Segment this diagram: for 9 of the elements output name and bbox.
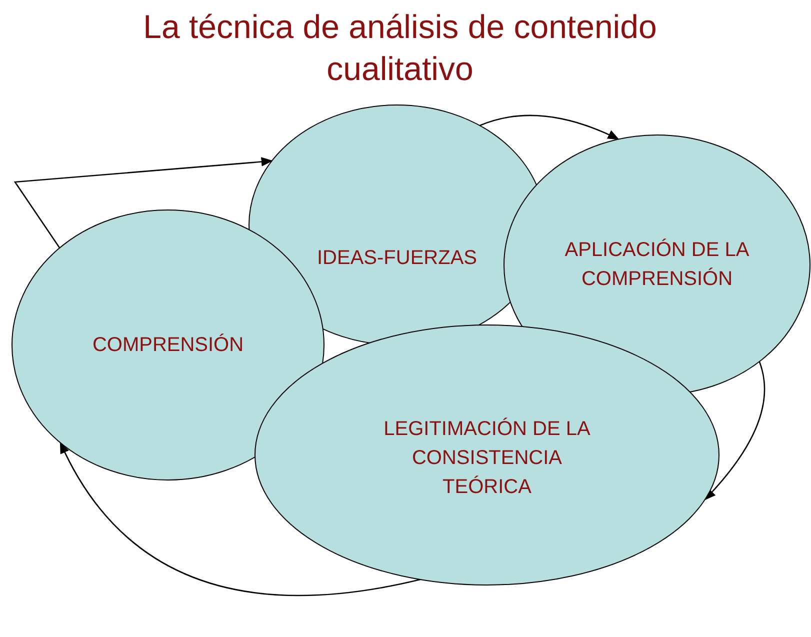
arrow bbox=[480, 114, 620, 140]
arrow bbox=[60, 442, 420, 596]
node-label: LEGITIMACIÓN DE LA CONSISTENCIA TEÓRICA bbox=[382, 416, 592, 500]
node-label: COMPRENSIÓN bbox=[91, 332, 245, 358]
node-label: IDEAS-FUERZAS bbox=[316, 246, 478, 270]
node-label: APLICACIÓN DE LA COMPRENSIÓN bbox=[564, 238, 750, 292]
arrow bbox=[704, 361, 766, 500]
title: La técnica de análisis de contenido cualitativo bbox=[142, 7, 658, 89]
arrow bbox=[14, 157, 274, 248]
